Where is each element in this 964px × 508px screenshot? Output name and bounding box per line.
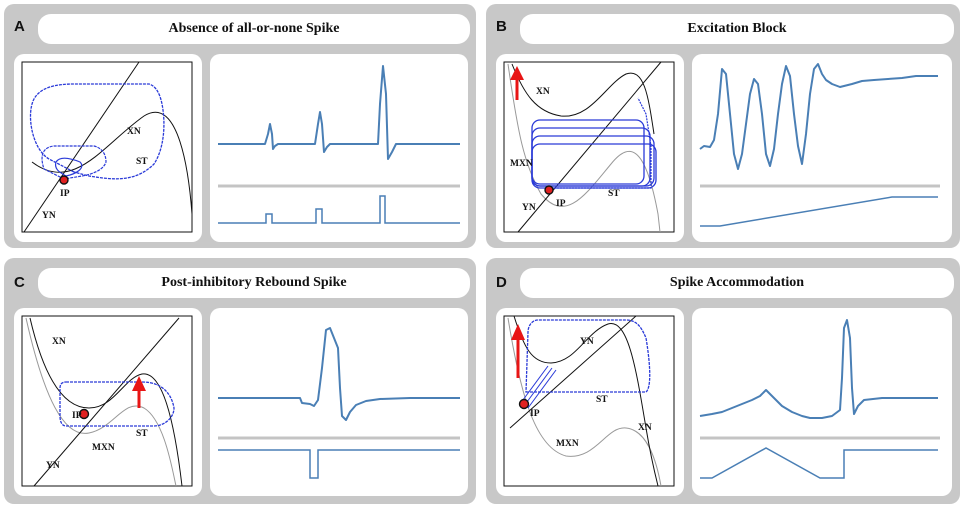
- mxn-nullcline: [25, 317, 177, 487]
- label-ip: IP: [60, 189, 70, 199]
- yn-nullcline: [23, 61, 140, 233]
- orbit-4: [531, 143, 657, 189]
- label-yn: YN: [42, 211, 56, 221]
- label-ip: IP: [72, 411, 82, 421]
- panel-letter: D: [496, 274, 507, 291]
- yn-nullcline: [517, 61, 662, 233]
- label-ip: IP: [556, 199, 566, 209]
- label-st: ST: [136, 429, 148, 439]
- arrow-up-icon: [511, 324, 525, 340]
- arrow-up-icon: [132, 376, 146, 391]
- panel-letter: C: [14, 274, 25, 291]
- yn-nullcline: [33, 317, 180, 487]
- label-mxn: MXN: [92, 443, 115, 453]
- ip-equilibrium-point: [78, 408, 90, 420]
- orbit: [59, 381, 175, 427]
- phase-plane-a-svg: XN ST IP YN: [21, 61, 193, 233]
- trace-c-svg: [218, 327, 460, 479]
- panel-title: Absence of all-or-none Spike: [38, 14, 470, 44]
- voltage-trace: [699, 63, 938, 170]
- stimulus-trace: [700, 447, 938, 479]
- ip-equilibrium-point: [544, 185, 554, 195]
- stimulus-trace: [218, 195, 460, 224]
- label-st: ST: [596, 395, 608, 405]
- phase-plane-d-svg: YN IP ST MXN XN: [503, 315, 675, 487]
- panel-title: Spike Accommodation: [520, 268, 954, 298]
- small-orbit: [41, 145, 107, 180]
- tiny-orbit: [54, 157, 83, 177]
- label-ip: IP: [530, 409, 540, 419]
- arrow-up-icon: [510, 66, 524, 80]
- xn-nullcline: [29, 317, 183, 487]
- voltage-trace: [218, 65, 460, 160]
- axes-frame: [503, 315, 675, 487]
- trace-box-b: [692, 54, 952, 242]
- stimulus-trace: [218, 449, 460, 479]
- phase-plane-d: YN IP ST MXN XN: [496, 308, 684, 496]
- label-yn: YN: [580, 337, 594, 347]
- voltage-trace: [699, 319, 938, 419]
- panel-a: A Absence of all-or-none Spike XN ST IP …: [4, 4, 476, 248]
- trace-box-c: [210, 308, 468, 496]
- label-xn: XN: [536, 87, 550, 97]
- orbit: [525, 319, 651, 393]
- axes-frame: [21, 61, 193, 233]
- xn-nullcline: [511, 63, 655, 135]
- large-orbit: [29, 83, 165, 180]
- phase-plane-c-svg: XN IP ST YN MXN: [21, 315, 193, 487]
- voltage-trace: [218, 327, 460, 421]
- axes-frame: [21, 315, 193, 487]
- xn-nullcline: [513, 315, 659, 487]
- panel-d: D Spike Accommodation YN IP ST MXN XN: [486, 258, 960, 504]
- label-mxn: MXN: [556, 439, 579, 449]
- mxn-nullcline: [507, 63, 661, 233]
- trace-b-svg: [699, 63, 940, 227]
- label-yn: YN: [522, 203, 536, 213]
- phase-plane-b-svg: XN MXN YN IP ST: [503, 61, 675, 233]
- panel-title: Post-inhibitory Rebound Spike: [38, 268, 470, 298]
- phase-plane-c: XN IP ST YN MXN: [14, 308, 202, 496]
- label-yn: YN: [46, 461, 60, 471]
- trace-d-svg: [699, 319, 940, 479]
- label-st: ST: [608, 189, 620, 199]
- panel-b: B Excitation Block XN MXN YN IP ST: [486, 4, 960, 248]
- inner-orbits: [519, 365, 557, 409]
- phase-plane-b: XN MXN YN IP ST: [496, 54, 684, 242]
- trace-a-svg: [218, 65, 460, 224]
- axes-frame: [503, 61, 675, 233]
- orbit-tail: [551, 97, 652, 189]
- panel-title: Excitation Block: [520, 14, 954, 44]
- label-st: ST: [136, 157, 148, 167]
- orbit-2: [531, 127, 651, 187]
- ip-equilibrium-point: [59, 175, 69, 185]
- panel-c: C Post-inhibitory Rebound Spike XN IP ST…: [4, 258, 476, 504]
- phase-plane-a: XN ST IP YN: [14, 54, 202, 242]
- label-mxn: MXN: [510, 159, 533, 169]
- label-xn: XN: [638, 423, 652, 433]
- label-xn: XN: [127, 127, 141, 137]
- trace-box-d: [692, 308, 952, 496]
- stimulus-trace: [700, 196, 938, 227]
- yn-nullcline: [509, 315, 637, 429]
- panel-letter: B: [496, 18, 507, 35]
- panel-letter: A: [14, 18, 25, 35]
- trace-box-a: [210, 54, 468, 242]
- xn-nullcline: [31, 112, 193, 215]
- ip-equilibrium-point: [518, 398, 530, 410]
- label-xn: XN: [52, 337, 66, 347]
